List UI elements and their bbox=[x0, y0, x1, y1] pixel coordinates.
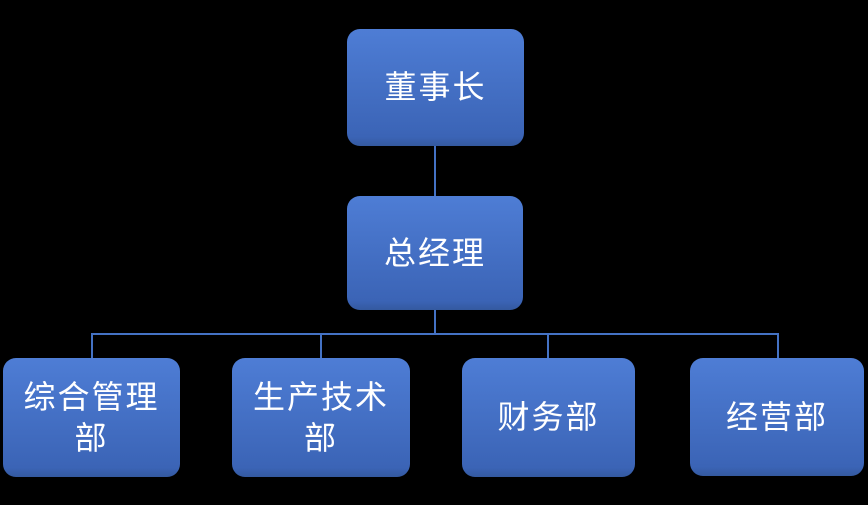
org-node-chairman-label: 董事长 bbox=[384, 69, 487, 106]
connector-drop-production-tech bbox=[320, 333, 322, 358]
org-node-general-manager: 总经理 bbox=[347, 196, 523, 310]
org-node-general-manager-label: 总经理 bbox=[383, 234, 486, 271]
connector-chairman-to-gm bbox=[434, 146, 436, 196]
org-node-dept-finance-label: 财务部 bbox=[497, 399, 600, 436]
org-node-dept-business: 经营部 bbox=[690, 358, 864, 476]
org-node-chairman: 董事长 bbox=[347, 29, 524, 146]
connector-horizontal-bus bbox=[91, 333, 779, 335]
connector-gm-stub bbox=[434, 310, 436, 334]
connector-drop-general-admin bbox=[91, 333, 93, 358]
org-node-dept-production-tech: 生产技术 部 bbox=[232, 358, 410, 477]
org-node-dept-general-admin: 综合管理 部 bbox=[3, 358, 180, 477]
connector-drop-business bbox=[777, 333, 779, 358]
connector-drop-finance bbox=[547, 333, 549, 358]
org-node-dept-production-tech-label: 生产技术 部 bbox=[252, 378, 389, 456]
org-node-dept-general-admin-label: 综合管理 部 bbox=[23, 378, 160, 456]
org-node-dept-finance: 财务部 bbox=[462, 358, 635, 477]
org-node-dept-business-label: 经营部 bbox=[725, 398, 828, 435]
